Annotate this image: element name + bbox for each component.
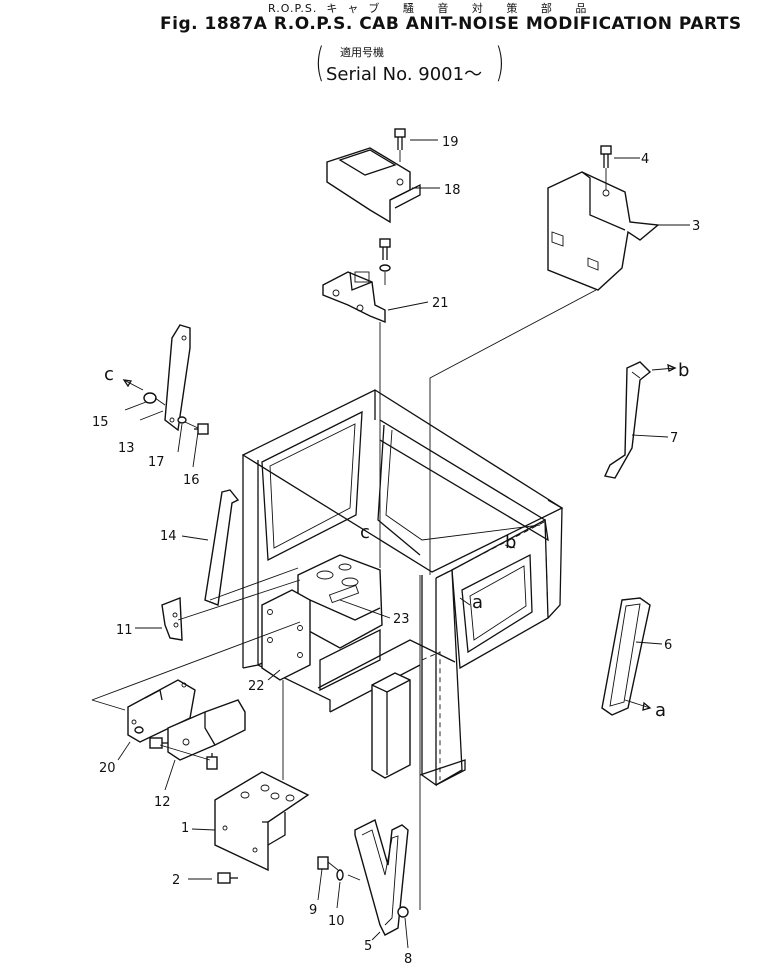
bolt-19 (394, 128, 406, 150)
rops-label: R.O.P.S. (268, 2, 318, 15)
part-21-bracket (322, 271, 386, 324)
jp-title: キャブ 騒 音 対 策 部 品 (326, 2, 597, 15)
close-paren: ) (495, 40, 505, 86)
callout-23: 23 (393, 612, 410, 627)
callout-5: 5 (364, 939, 372, 954)
part-12-screw (206, 753, 218, 770)
part-10-washer (336, 869, 344, 881)
letter-b-right: b (678, 360, 689, 381)
callout-4: 4 (641, 152, 649, 167)
part-5-frame (354, 818, 409, 936)
callout-19: 19 (442, 135, 459, 150)
part-7-strip (603, 361, 652, 479)
part-18-bracket (326, 147, 421, 224)
callout-15: 15 (92, 415, 109, 430)
callout-8: 8 (404, 952, 412, 967)
part-11-bracket (161, 596, 183, 641)
callout-leaders (117, 139, 690, 949)
part-3-bracket (547, 171, 660, 291)
callout-2: 2 (172, 873, 180, 888)
callout-21: 21 (432, 296, 449, 311)
callout-22: 22 (248, 679, 265, 694)
assembly-lines (91, 150, 607, 910)
part-8-grommet (397, 906, 409, 918)
applicable-serial-label: 適用号機 (340, 46, 384, 59)
callout-3: 3 (692, 219, 700, 234)
part-22-plate (261, 589, 311, 681)
part-13-strip (164, 324, 191, 432)
part-12-bracket (167, 699, 246, 761)
callout-20: 20 (99, 761, 116, 776)
header-jp-line: R.O.P.S. キャブ 騒 音 対 策 部 品 (268, 0, 688, 16)
letter-c-left: c (104, 364, 114, 385)
letter-b-cab: b (505, 532, 516, 553)
callout-12: 12 (154, 795, 171, 810)
callout-1: 1 (181, 821, 189, 836)
open-paren: ( (315, 40, 325, 86)
part-15-cap (143, 392, 157, 404)
letter-a-cab: a (472, 592, 483, 613)
part-14-strip (204, 489, 240, 606)
part-9-screw (317, 856, 329, 870)
callout-16: 16 (183, 473, 200, 488)
part-16-screw (194, 423, 209, 435)
serial-number: Serial No. 9001～ (326, 64, 483, 85)
figure-title: Fig. 1887A R.O.P.S. CAB ANIT-NOISE MODIF… (160, 14, 742, 34)
part-2-screw (217, 872, 238, 884)
callout-6: 6 (664, 638, 672, 653)
part-20-screw (149, 737, 168, 749)
callout-18: 18 (444, 183, 461, 198)
letter-c-cab: c (360, 522, 370, 543)
center-block (297, 554, 383, 649)
cab-frame (241, 389, 564, 787)
callout-7: 7 (670, 431, 678, 446)
part-6-seal (601, 597, 651, 716)
part-17-washer (177, 416, 187, 424)
letter-a-right: a (655, 700, 666, 721)
letter-arrows (122, 363, 677, 711)
callout-14: 14 (160, 529, 177, 544)
callout-17: 17 (148, 455, 165, 470)
callout-13: 13 (118, 441, 135, 456)
callout-10: 10 (328, 914, 345, 929)
bolt-washer-21 (379, 238, 391, 272)
callout-11: 11 (116, 623, 133, 638)
callout-9: 9 (309, 903, 317, 918)
bolt-4 (600, 145, 612, 168)
part-1-bracket (214, 771, 310, 872)
part-20-washer (134, 726, 144, 734)
